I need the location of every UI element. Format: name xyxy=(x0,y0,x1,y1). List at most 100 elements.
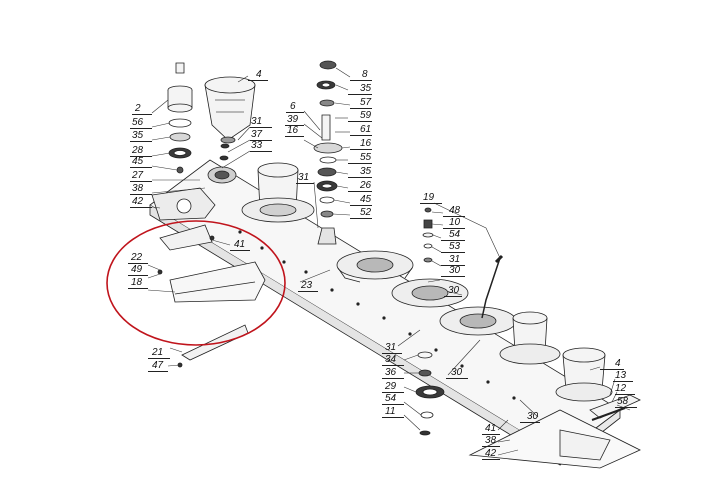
part-label: 31 xyxy=(298,172,310,183)
label-underline xyxy=(130,156,152,157)
part-label: 52 xyxy=(360,207,372,218)
label-underline xyxy=(348,191,372,192)
label-underline xyxy=(482,434,500,435)
part-label: 16 xyxy=(360,138,372,149)
label-underline xyxy=(128,263,148,264)
cutter-bar xyxy=(149,159,641,469)
part-label: 31 xyxy=(449,254,461,265)
label-underline xyxy=(441,265,465,266)
label-underline xyxy=(615,394,635,395)
label-underline xyxy=(148,371,168,372)
label-underline xyxy=(382,404,404,405)
part-label: 45 xyxy=(360,194,372,205)
part-label: 56 xyxy=(132,117,144,128)
label-underline xyxy=(382,353,402,354)
gearbox-housing-right xyxy=(555,347,613,402)
part-label: 30 xyxy=(448,285,460,296)
label-underline xyxy=(296,183,314,184)
label-underline xyxy=(446,378,468,379)
bearing-stack-right xyxy=(422,207,434,263)
part-label: 33 xyxy=(251,140,263,151)
label-underline xyxy=(482,459,500,460)
label-underline xyxy=(248,80,268,81)
bearing-stack-center xyxy=(313,60,343,245)
label-underline xyxy=(441,252,465,253)
label-underline xyxy=(350,218,372,219)
label-underline xyxy=(285,136,304,137)
label-underline xyxy=(382,392,404,393)
part-label: 30 xyxy=(451,367,463,378)
part-label: 35 xyxy=(360,166,372,177)
label-underline xyxy=(348,121,372,122)
part-label: 23 xyxy=(301,280,313,291)
part-label: 12 xyxy=(615,383,627,394)
part-label: 54 xyxy=(385,393,397,404)
part-label: 4 xyxy=(615,358,621,369)
gearbox-housing-left xyxy=(204,76,256,144)
bar-fasteners xyxy=(238,230,516,400)
part-label: 35 xyxy=(360,83,372,94)
label-underline xyxy=(130,128,152,129)
part-label: 18 xyxy=(131,277,143,288)
part-label: 2 xyxy=(135,103,141,114)
end-plate-right xyxy=(589,394,641,421)
label-underline xyxy=(443,228,465,229)
label-underline xyxy=(130,141,152,142)
label-underline xyxy=(444,296,462,297)
label-underline xyxy=(286,112,304,113)
label-underline xyxy=(350,80,372,81)
label-underline xyxy=(128,275,148,276)
label-underline xyxy=(348,94,372,95)
part-label: 57 xyxy=(360,97,372,108)
highlighted-skid-assembly xyxy=(157,224,266,368)
label-underline xyxy=(600,369,624,370)
label-underline xyxy=(520,422,540,423)
label-underline xyxy=(441,276,465,277)
skid-plate-right xyxy=(559,429,611,461)
label-underline xyxy=(230,250,250,251)
part-label: 16 xyxy=(287,125,299,136)
label-underline xyxy=(613,381,633,382)
part-label: 59 xyxy=(360,110,372,121)
disc-unit-2 xyxy=(336,250,414,283)
part-label: 11 xyxy=(385,406,396,417)
label-underline xyxy=(130,167,152,168)
part-label: 27 xyxy=(132,170,144,181)
highlight-circle xyxy=(106,220,286,346)
disc-unit-3 xyxy=(391,278,469,308)
part-label: 38 xyxy=(132,183,144,194)
part-label: 26 xyxy=(360,180,372,191)
bearing-stack-left xyxy=(167,62,193,174)
label-underline xyxy=(482,446,500,447)
label-underline xyxy=(382,378,404,379)
lever-arm xyxy=(481,254,504,319)
label-underline xyxy=(128,288,148,289)
label-underline xyxy=(298,291,318,292)
part-label: 45 xyxy=(132,156,144,167)
label-underline xyxy=(350,149,372,150)
part-label: 4 xyxy=(256,69,262,80)
label-underline xyxy=(382,417,404,418)
part-label: 21 xyxy=(152,347,164,358)
part-label: 30 xyxy=(527,411,539,422)
label-underline xyxy=(350,205,372,206)
disc-unit-1 xyxy=(241,162,315,223)
label-underline xyxy=(615,407,637,408)
bearing-stack-lower xyxy=(415,351,445,436)
part-label: 36 xyxy=(385,367,397,378)
part-label: 38 xyxy=(485,435,497,446)
label-underline xyxy=(130,207,152,208)
part-label: 8 xyxy=(362,69,368,80)
label-underline xyxy=(148,358,170,359)
part-label: 6 xyxy=(290,101,296,112)
part-label: 53 xyxy=(449,241,461,252)
label-underline xyxy=(285,125,304,126)
part-label: 31 xyxy=(251,116,263,127)
label-underline xyxy=(250,140,272,141)
drive-gear-left xyxy=(207,143,237,184)
part-label: 39 xyxy=(287,114,299,125)
part-label: 30 xyxy=(449,265,461,276)
label-underline xyxy=(130,194,152,195)
part-label: 34 xyxy=(385,354,397,365)
